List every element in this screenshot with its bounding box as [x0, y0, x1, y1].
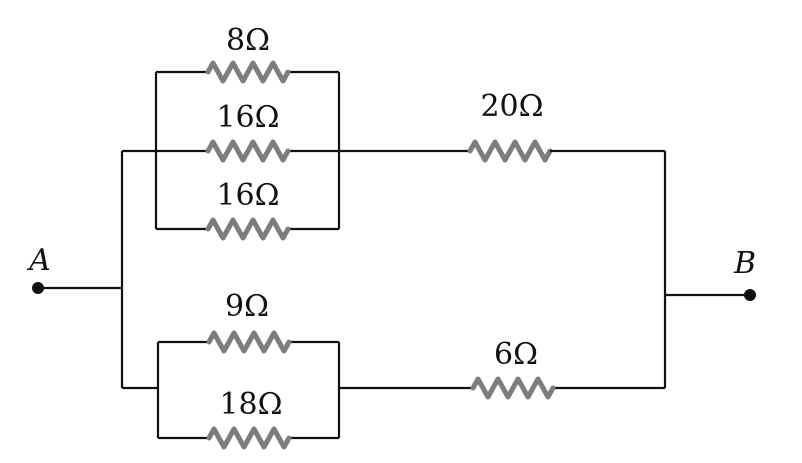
resistor-8-ohm: [208, 63, 288, 81]
resistor-9-ohm: [209, 333, 289, 351]
label-16-ohm-top: 16Ω: [216, 100, 279, 135]
label-8-ohm: 8Ω: [226, 23, 270, 58]
label-9-ohm: 9Ω: [225, 289, 269, 324]
resistor-18-ohm: [209, 429, 289, 447]
label-18-ohm: 18Ω: [219, 387, 282, 422]
node-b-label: B: [733, 246, 756, 281]
node-a-label: A: [26, 243, 51, 278]
terminal-b-dot: [744, 289, 756, 301]
label-6-ohm: 6Ω: [494, 337, 538, 372]
label-20-ohm: 20Ω: [480, 89, 543, 124]
resistor-20-ohm: [470, 142, 550, 160]
resistor-16-ohm-bottom: [208, 220, 288, 238]
label-16-ohm-bottom: 16Ω: [216, 178, 279, 213]
resistor-6-ohm: [473, 379, 553, 397]
resistor-16-ohm-top: [208, 142, 288, 160]
